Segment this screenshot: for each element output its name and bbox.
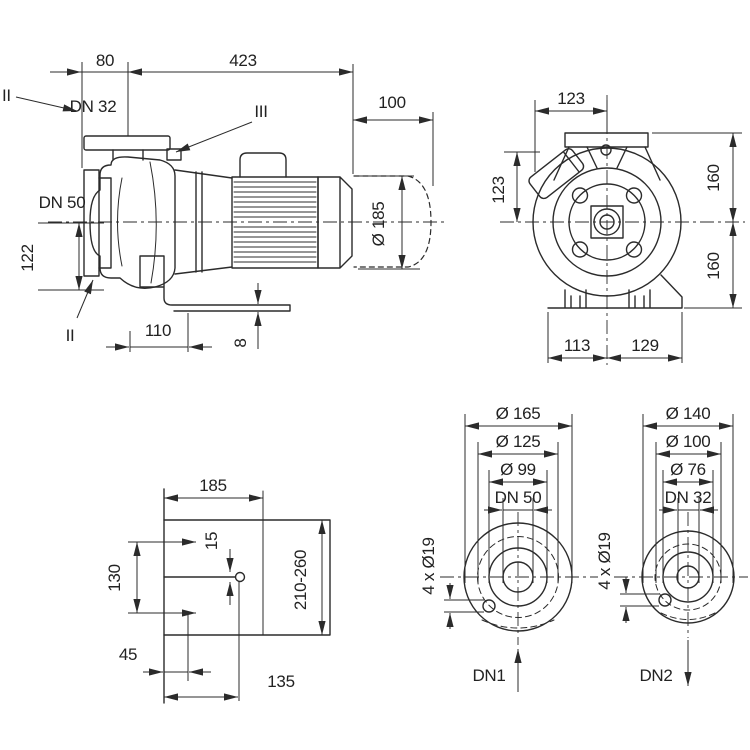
dim-160-lines xyxy=(652,132,742,309)
dim-123-top-lines xyxy=(534,100,608,172)
dim-135-lines xyxy=(164,582,240,701)
dim-dia-165: Ø 165 xyxy=(496,404,541,423)
label-dn32: DN 32 xyxy=(70,97,117,116)
dim-dia-125: Ø 125 xyxy=(496,432,541,451)
dim-15: 15 xyxy=(202,532,221,550)
dim-423: 423 xyxy=(229,51,256,70)
bolt-hole xyxy=(625,187,643,204)
flange1-bolt-dim-lines xyxy=(444,583,484,629)
dim-110: 110 xyxy=(145,321,171,340)
bolt-hole xyxy=(571,187,589,204)
callout-iii: III xyxy=(254,102,267,121)
dim-160-bottom: 160 xyxy=(704,252,723,279)
dim-113: 113 xyxy=(564,336,590,355)
dim-lines-top xyxy=(50,62,354,174)
bracket-view: 185 130 15 210-260 45 135 xyxy=(105,476,331,704)
dim-122-lines xyxy=(38,222,104,291)
flange-view-dn1: Ø 165 Ø 125 Ø 99 DN 50 4 x Ø19 DN1 xyxy=(419,404,598,692)
dim-160-top: 160 xyxy=(704,164,723,191)
flange1-bolt-hole xyxy=(482,599,496,613)
flange2-bolt-dim-lines xyxy=(620,577,659,623)
dim-dia-185: Ø 185 xyxy=(369,202,388,247)
pump-foot xyxy=(139,255,291,312)
dim-dn32: DN 32 xyxy=(665,488,712,507)
dim-80: 80 xyxy=(96,51,114,70)
motor-body xyxy=(231,152,432,269)
shaft-housing xyxy=(590,205,624,239)
flange2-dim-lines xyxy=(642,414,734,583)
label-dn2: DN2 xyxy=(639,666,672,685)
dim-185: 185 xyxy=(199,476,226,495)
adjustment-pin xyxy=(234,571,246,583)
lantern-adapter xyxy=(166,148,233,275)
flange-view-dn2: Ø 140 Ø 100 Ø 76 DN 32 4 x Ø19 DN2 xyxy=(595,404,748,686)
pump-front-outline xyxy=(528,132,683,309)
dim-100-lines xyxy=(353,112,434,186)
bracket-outline xyxy=(163,488,331,704)
dim-45-lines xyxy=(143,613,211,681)
dim-dia-99: Ø 99 xyxy=(500,460,536,479)
bolt-hole xyxy=(571,241,589,258)
dim-113-129-lines xyxy=(547,312,683,363)
dim-100: 100 xyxy=(378,93,405,112)
bolt-hole xyxy=(625,241,643,258)
dim-130: 130 xyxy=(105,564,124,591)
dim-dn50: DN 50 xyxy=(495,488,542,507)
flange2-bolt-hole xyxy=(658,593,672,607)
dim-45: 45 xyxy=(119,645,137,664)
callout-ii-top: II xyxy=(2,86,11,105)
dim-dia-140: Ø 140 xyxy=(666,404,711,423)
dim-123-left: 123 xyxy=(489,176,508,203)
motor-end-cap xyxy=(317,176,353,269)
label-dn1: DN1 xyxy=(472,666,505,685)
dim-129: 129 xyxy=(631,336,658,355)
pump-volute xyxy=(83,135,176,290)
label-dn50: DN 50 xyxy=(39,193,86,212)
terminal-box-front xyxy=(528,148,585,200)
dim-122: 122 xyxy=(18,244,37,271)
motor-fins xyxy=(233,181,317,263)
dim-dia-100: Ø 100 xyxy=(666,432,711,451)
dim-4x19-dn1: 4 x Ø19 xyxy=(419,537,438,594)
side-view: 80 423 100 DN 32 DN 50 II III II 122 xyxy=(2,51,448,352)
callout-ii-bottom: II xyxy=(66,326,75,345)
dim-4x19-dn2: 4 x Ø19 xyxy=(595,532,614,589)
flange1-dim-lines xyxy=(464,414,573,583)
feet-and-base xyxy=(547,274,683,309)
dim-123-top: 123 xyxy=(557,89,584,108)
dim-110-lines xyxy=(106,313,212,352)
fan-cover-clearance xyxy=(353,175,432,268)
callout-ii-top-arrow xyxy=(15,96,78,112)
front-view: 123 123 160 160 113 129 xyxy=(489,89,745,365)
dim-dia-76: Ø 76 xyxy=(670,460,706,479)
dim-185-lines xyxy=(358,175,420,270)
dim-123-left-lines xyxy=(504,151,540,222)
dim-135: 135 xyxy=(267,672,294,691)
callout-iii-arrow xyxy=(175,121,253,153)
terminal-box xyxy=(239,152,287,178)
callout-ii-bottom-arrow xyxy=(76,279,94,319)
fill-plug xyxy=(166,148,182,161)
dim-8: 8 xyxy=(231,338,250,347)
dim-210-260: 210-260 xyxy=(291,550,310,610)
